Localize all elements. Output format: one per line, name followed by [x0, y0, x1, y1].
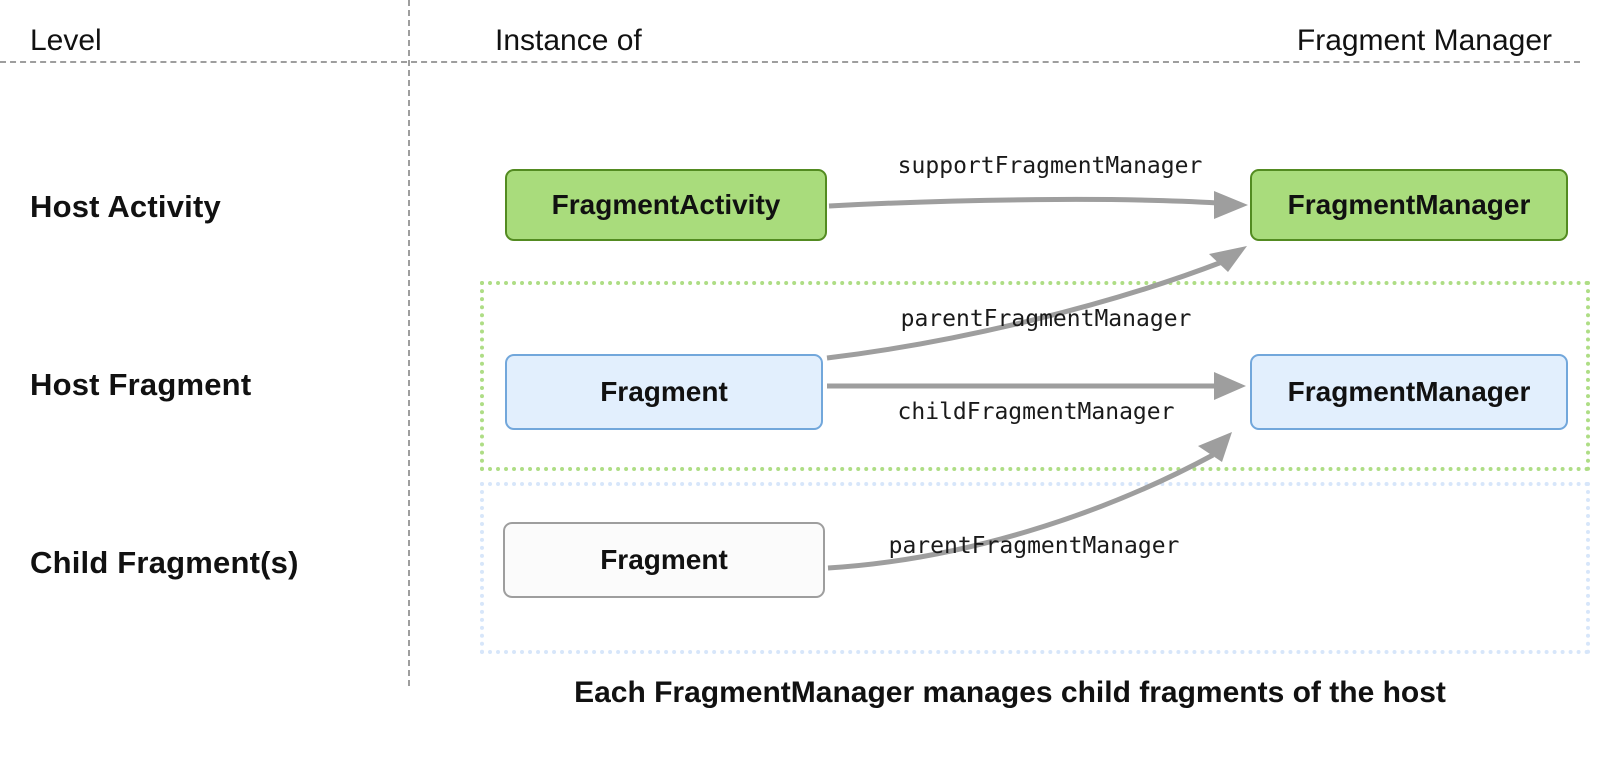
support-fragment-manager-arrow-label: supportFragmentManager — [897, 153, 1203, 179]
activity-fragment-manager-label: FragmentManager — [1287, 189, 1531, 220]
diagram-caption: Each FragmentManager manages child fragm… — [574, 676, 1446, 709]
host-fragment-node: Fragment — [505, 354, 823, 430]
column-header-instance-of: Instance of — [495, 24, 642, 57]
column-header-level: Level — [30, 24, 102, 57]
support-fragment-manager-arrow — [828, 191, 1248, 219]
fragment-fragment-manager-label: FragmentManager — [1287, 376, 1531, 407]
parent-fragment-manager-mid-arrow-label: parentFragmentManager — [900, 306, 1192, 332]
fragment-activity-node: FragmentActivity — [505, 169, 827, 241]
header-divider-dashed-line — [0, 61, 1580, 63]
activity-fragment-manager-node: FragmentManager — [1250, 169, 1568, 241]
fragment-fragment-manager-node: FragmentManager — [1250, 354, 1568, 430]
host-fragment-label: Fragment — [600, 376, 728, 407]
fragment-activity-label: FragmentActivity — [551, 189, 781, 220]
row-label-host-fragment: Host Fragment — [30, 367, 252, 402]
row-label-child-fragments: Child Fragment(s) — [30, 545, 299, 580]
child-fragment-manager-arrow-label: childFragmentManager — [897, 399, 1175, 425]
column-header-fragment-manager: Fragment Manager — [1296, 24, 1552, 57]
child-fragment-node: Fragment — [503, 522, 825, 598]
child-fragment-label: Fragment — [600, 544, 728, 575]
parent-fragment-manager-bottom-arrow-label: parentFragmentManager — [888, 533, 1180, 559]
row-label-host-activity: Host Activity — [30, 189, 221, 224]
level-column-divider-dashed-line — [408, 0, 410, 686]
